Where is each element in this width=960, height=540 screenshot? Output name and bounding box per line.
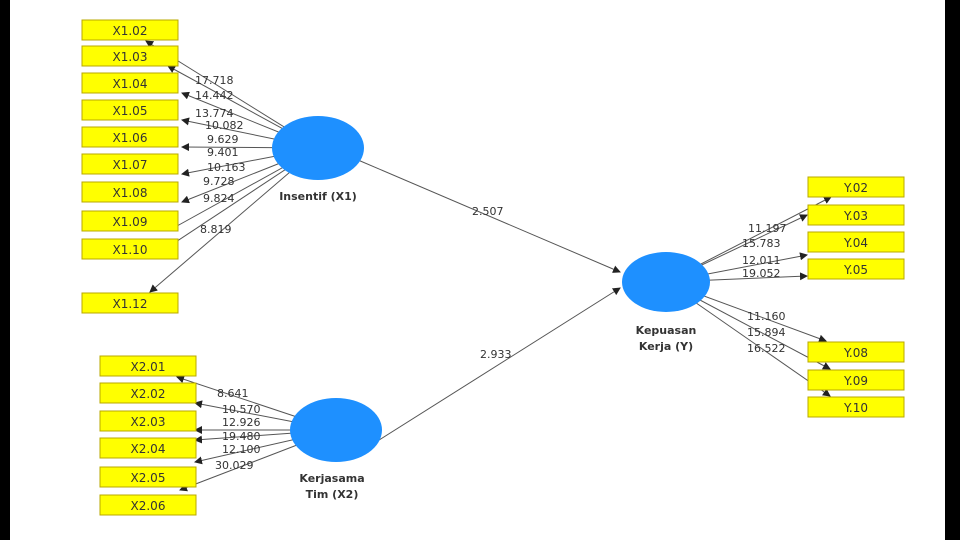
loading-value-x1-04: 13.774 — [195, 107, 234, 120]
indicator-label-y-09: Y.09 — [843, 374, 868, 388]
indicator-label-x2-04: X2.04 — [131, 442, 166, 456]
indicator-box-y-04 — [807, 231, 905, 253]
indicator-label-x1-03: X1.03 — [113, 50, 148, 64]
path-edge-x2-y — [375, 287, 621, 443]
indicator-box-x1-12 — [81, 292, 179, 314]
indicator-box-x1-03 — [81, 45, 179, 67]
indicator-box-y-02 — [807, 176, 905, 198]
indicator-label-x1-04: X1.04 — [113, 77, 148, 91]
path-coefficient-x2: 2.933 — [480, 348, 512, 361]
loading-value-x1-02: 17.718 — [195, 74, 234, 87]
loading-value-x2-01: 8.641 — [217, 387, 249, 400]
indicator-label-x1-05: X1.05 — [113, 104, 148, 118]
indicator-label-x2-05: X2.05 — [131, 471, 166, 485]
indicator-box-x2-05 — [99, 466, 197, 488]
indicator-box-y-10 — [807, 396, 905, 418]
indicator-label-x1-07: X1.07 — [113, 158, 148, 172]
latent-label-x1: Insentif (X1) — [279, 190, 357, 203]
indicator-box-x2-03 — [99, 410, 197, 432]
latent-node-y — [622, 252, 710, 312]
latent-label-y: Kepuasan — [636, 324, 697, 337]
latent-node-x1 — [272, 116, 364, 180]
latent-label-x2-line2: Tim (X2) — [306, 488, 359, 501]
latent-label-y-line2: Kerja (Y) — [639, 340, 693, 353]
path-edge-x1-y — [357, 159, 621, 273]
indicator-box-x1-07 — [81, 153, 179, 175]
loading-value-x2-03: 12.926 — [222, 416, 261, 429]
indicator-label-x1-10: X1.10 — [113, 243, 148, 257]
loading-value-x1-09: 9.728 — [203, 175, 235, 188]
loading-value-y-03: 15.783 — [742, 237, 781, 250]
indicator-box-x2-01 — [99, 355, 197, 377]
loading-value-x2-02: 10.570 — [222, 403, 261, 416]
indicator-label-x1-06: X1.06 — [113, 131, 148, 145]
indicator-box-x1-08 — [81, 181, 179, 203]
loading-value-y-04: 12.011 — [742, 254, 781, 267]
indicator-label-x1-09: X1.09 — [113, 215, 148, 229]
indicator-box-y-09 — [807, 369, 905, 391]
indicator-box-x1-09 — [81, 210, 179, 232]
indicator-label-x2-06: X2.06 — [131, 499, 166, 513]
loading-value-x1-03: 14.442 — [195, 89, 234, 102]
loading-value-y-10: 16.522 — [747, 342, 786, 355]
latent-label-x2: Kerjasama — [299, 472, 364, 485]
indicator-label-y-04: Y.04 — [843, 236, 868, 250]
indicator-label-x2-01: X2.01 — [131, 360, 166, 374]
loading-value-x2-05: 12.100 — [222, 443, 261, 456]
loading-value-y-02: 11.197 — [748, 222, 787, 235]
indicator-box-x1-05 — [81, 99, 179, 121]
loading-value-y-05: 19.052 — [742, 267, 781, 280]
indicator-label-y-03: Y.03 — [843, 209, 868, 223]
indicator-box-x2-02 — [99, 382, 197, 404]
loading-value-x1-10: 9.824 — [203, 192, 235, 205]
loading-value-x1-05: 10.082 — [205, 119, 244, 132]
indicator-label-x2-03: X2.03 — [131, 415, 166, 429]
indicator-box-x1-10 — [81, 238, 179, 260]
indicator-label-y-05: Y.05 — [843, 263, 868, 277]
loading-value-x2-04: 19.480 — [222, 430, 261, 443]
loading-value-x1-12: 8.819 — [200, 223, 232, 236]
indicator-label-x1-02: X1.02 — [113, 24, 148, 38]
indicator-label-x1-12: X1.12 — [113, 297, 148, 311]
loading-value-x2-06: 30.029 — [215, 459, 254, 472]
indicator-label-x1-08: X1.08 — [113, 186, 148, 200]
indicator-box-y-05 — [807, 258, 905, 280]
indicator-box-y-03 — [807, 204, 905, 226]
indicator-label-x2-02: X2.02 — [131, 387, 166, 401]
indicator-box-x2-04 — [99, 437, 197, 459]
indicator-label-y-10: Y.10 — [843, 401, 868, 415]
latent-node-x2 — [290, 398, 382, 462]
indicator-box-x1-06 — [81, 126, 179, 148]
indicator-box-x1-04 — [81, 72, 179, 94]
indicator-box-x1-02 — [81, 19, 179, 41]
indicator-box-y-08 — [807, 341, 905, 363]
loading-value-x1-07: 9.401 — [207, 146, 239, 159]
indicator-label-y-02: Y.02 — [843, 181, 868, 195]
indicator-label-y-08: Y.08 — [843, 346, 868, 360]
loading-value-y-09: 15.894 — [747, 326, 786, 339]
loading-value-x1-06: 9.629 — [207, 133, 239, 146]
loading-value-y-08: 11.160 — [747, 310, 786, 323]
indicator-box-x2-06 — [99, 494, 197, 516]
loading-value-x1-08: 10.163 — [207, 161, 246, 174]
path-coefficient-x1: 2.507 — [472, 205, 504, 218]
